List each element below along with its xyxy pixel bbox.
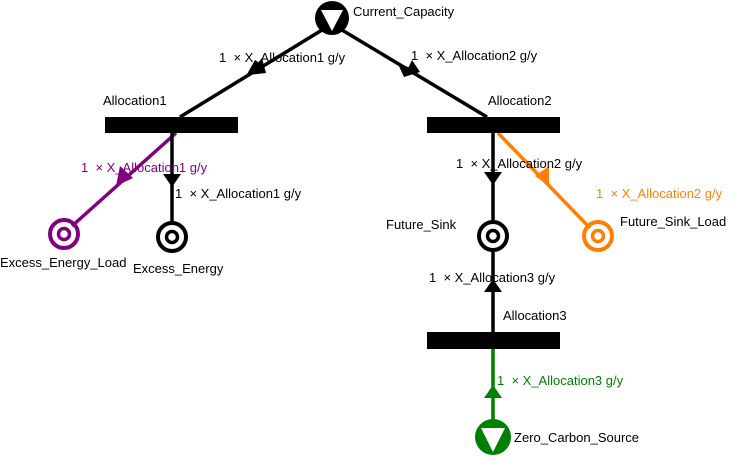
- allocation2-label: Allocation2: [488, 93, 552, 108]
- excess-energy-load-node[interactable]: [48, 218, 80, 250]
- excess-energy-node[interactable]: [156, 221, 188, 253]
- allocation3-label: Allocation3: [503, 308, 567, 323]
- arrowheads: [116, 58, 549, 398]
- allocation3-bar[interactable]: [427, 332, 560, 349]
- current-capacity-label: Current_Capacity: [353, 4, 455, 19]
- target-icon: [477, 220, 509, 252]
- edge-label-current-capacity-to-allocation1: 1 × X_Allocation1 g/y: [219, 50, 346, 65]
- allocation1-bar[interactable]: [105, 117, 238, 133]
- arrow-head-icon: [163, 174, 181, 187]
- arrow-head-icon: [484, 172, 502, 185]
- arrow-head-icon: [484, 385, 502, 398]
- target-icon: [48, 218, 80, 250]
- edge-label-allocation2-to-future-sink: 1 × X_Allocation2 g/y: [456, 156, 583, 171]
- future-sink-load-label: Future_Sink_Load: [620, 214, 726, 229]
- edge-label-allocation2-to-future-sink-load: 1 × X_Allocation2 g/y: [596, 186, 723, 201]
- triangle-down-icon: [321, 10, 343, 31]
- arrow-head-icon: [246, 60, 264, 76]
- target-icon: [156, 221, 188, 253]
- excess-energy-label: Excess_Energy: [133, 261, 224, 276]
- current-capacity-node[interactable]: [315, 1, 349, 35]
- edge-label-allocation1-to-excess-energy: 1 × X_Allocation1 g/y: [175, 186, 302, 201]
- future-sink-label: Future_Sink: [386, 217, 457, 232]
- edge-label-zero-carbon-source-to-allocation3: 1 × X_Allocation3 g/y: [497, 373, 624, 388]
- future-sink-node[interactable]: [477, 220, 509, 252]
- future-sink-load-node[interactable]: [582, 220, 614, 252]
- edge-label-current-capacity-to-allocation2: 1 × X_Allocation2 g/y: [411, 48, 538, 63]
- triangle-down-icon: [481, 428, 505, 452]
- excess-energy-load-label: Excess_Energy_Load: [0, 255, 126, 270]
- edge-label-allocation1-to-excess-energy-load: 1 × X_Allocation1 g/y: [81, 160, 208, 175]
- target-inner-icon: [164, 229, 180, 245]
- edge-label-allocation3-to-future-sink: 1 × X_Allocation3 g/y: [429, 270, 556, 285]
- arrow-head-icon: [116, 166, 133, 186]
- edges: [70, 28, 592, 420]
- target-icon: [582, 220, 614, 252]
- allocation1-label: Allocation1: [103, 93, 167, 108]
- zero-carbon-source-node[interactable]: [475, 419, 511, 455]
- arrow-head-icon: [535, 166, 549, 186]
- allocation2-bar[interactable]: [427, 117, 560, 133]
- target-inner-icon: [56, 226, 72, 242]
- target-inner-icon: [485, 228, 501, 244]
- arrow-head-icon: [484, 279, 502, 292]
- zero-carbon-source-label: Zero_Carbon_Source: [514, 430, 639, 445]
- arrow-head-icon: [398, 64, 418, 77]
- target-inner-icon: [590, 228, 606, 244]
